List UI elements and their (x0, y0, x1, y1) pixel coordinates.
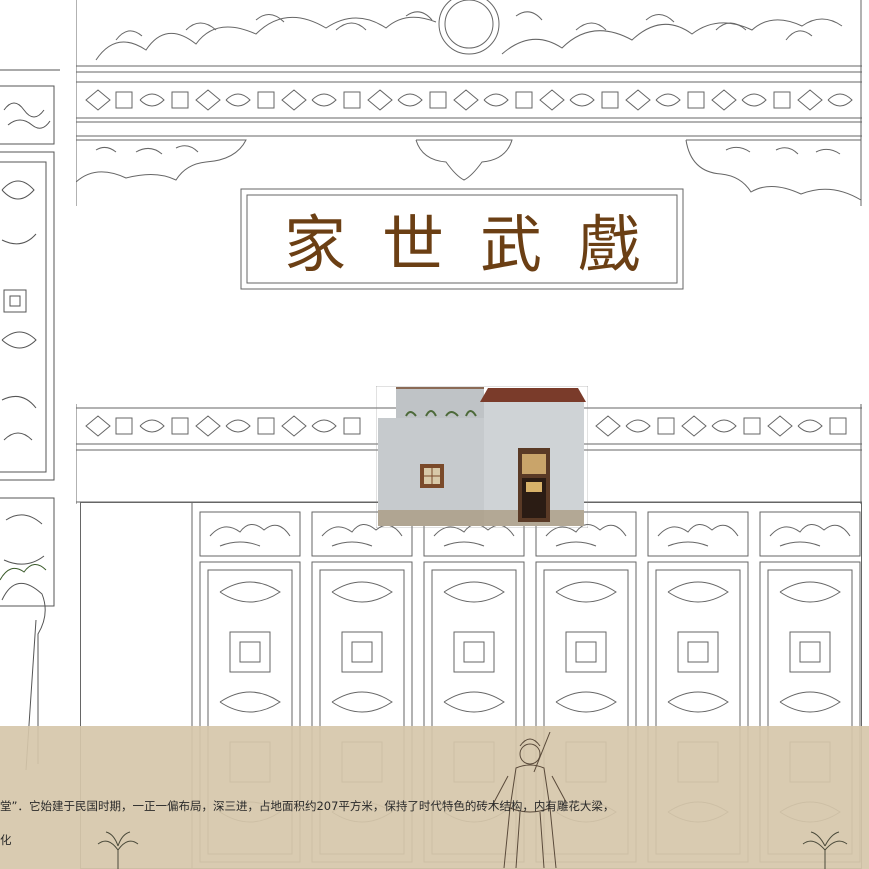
upper-corner-carvings (76, 136, 862, 206)
plaque-inscription: 家世武戲 (284, 208, 677, 281)
potted-plant-illustration (97, 831, 139, 869)
caption-line-1: 堂”．它始建于民国时期，一正一偏布局，深三进，占地面积约207平方米，保持了时代… (0, 799, 615, 813)
name-plaque-frame (240, 188, 684, 290)
caption-line-2: 化 (0, 833, 12, 847)
potted-plant-illustration-right (802, 831, 848, 869)
left-carved-panel (0, 69, 60, 771)
house-facade-photo (376, 386, 588, 528)
warrior-figure-illustration (491, 732, 567, 869)
bottom-caption-band (0, 726, 869, 869)
top-carved-frieze (76, 0, 862, 140)
